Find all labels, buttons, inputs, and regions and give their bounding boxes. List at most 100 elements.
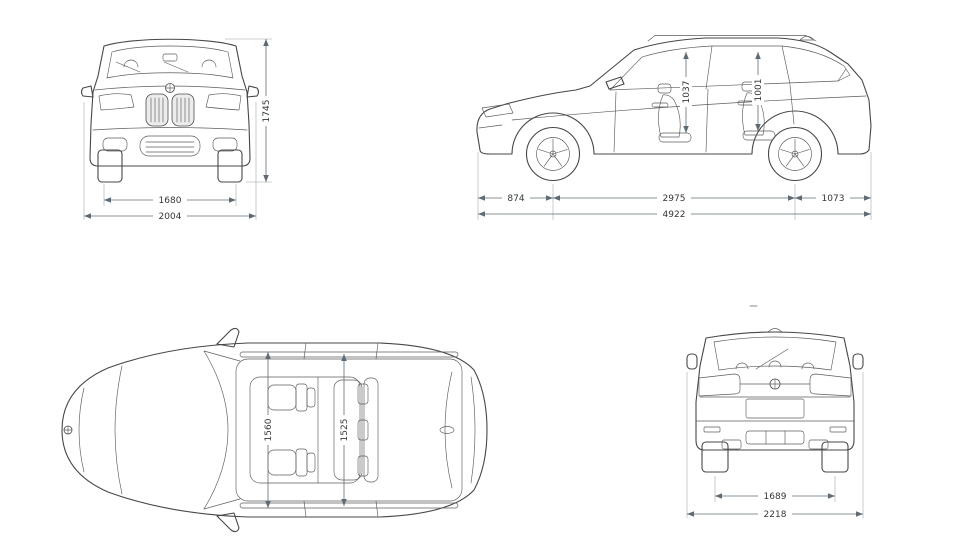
dim-label-rear-overhang: 1073 [822,194,845,204]
dim-label-height: 1745 [262,100,272,123]
top-door-seams [303,342,379,518]
front-body-outline [89,38,251,167]
dim-label-front-interior-width: 1560 [264,418,274,441]
dim-track-width: 1680 [103,184,237,206]
front-seat-cushion [658,132,692,143]
dim-label-front-overhang: 874 [507,194,524,204]
panoramic-sunroof [249,376,361,484]
rear-tire-left [701,441,729,473]
door-seams [613,84,795,153]
shark-fin-antenna [799,35,815,41]
grille-bars [150,97,190,123]
roof-outline [235,358,463,502]
rear-body-outline [695,331,855,451]
rear-headrest-3 [357,455,369,477]
rear-headrest-arcs [735,360,815,370]
top-view: 1560 1525 [61,327,488,533]
front-windshield [106,45,234,79]
diffuser [745,430,805,445]
rear-headrest-1 [357,383,369,405]
headlight-right [205,93,242,111]
side-view: 1037 1001 874 2975 1073 4922 [476,35,872,220]
dim-label-overall-width: 2004 [159,212,182,222]
front-tire-left [97,149,123,183]
dim-label-overall-length: 4922 [663,210,686,220]
rear-tire-right [821,441,849,473]
dim-label-track-width: 1680 [159,196,182,206]
wiper-blades [115,61,189,73]
dim-rear-interior-width: 1525 [338,354,350,506]
rear-bench-back [363,377,379,483]
rear-wheel-rim [778,137,812,171]
front-wheel-spokes [538,138,568,167]
dim-overall-width: 2004 [83,102,257,222]
fog-light-right [212,137,238,152]
top-mirror-left [216,327,240,348]
taillight-right [809,373,852,397]
dim-height: 1745 [225,38,272,183]
taillight-left [698,373,741,397]
dim-front-interior-height: 1037 [680,52,692,133]
roof-rails [647,35,817,42]
a-pillars [203,350,241,510]
hood-seam [114,365,123,495]
seat-back-driver [295,383,308,412]
front-tire-right [217,149,243,183]
seat-cushion-passenger [267,449,297,476]
rear-window-arc [444,371,453,489]
tailgate-edge [470,376,476,484]
rear-headrest-2 [357,419,369,441]
fog-light-left [102,137,128,152]
reflector-right [829,426,847,433]
rear-wheel-spokes [780,138,810,167]
front-view: 1745 1680 2004 [80,38,272,222]
dim-label-rear-interior-height: 1001 [754,79,764,102]
rear-mirror-left [686,353,698,370]
front-bumper-line [478,124,503,129]
rear-wheel-tire [767,126,823,182]
side-mirror-right [246,85,260,98]
exhaust-left [721,439,742,450]
rear-view: 1689 2218 [686,305,864,520]
seat-cushion-driver [267,384,297,411]
rear-window [713,336,837,371]
dim-label-wheelbase: 2975 [663,194,686,204]
dim-rear-overall-width: 2218 [686,372,864,520]
rear-seat-cushion [742,130,776,141]
front-seat-back [658,94,681,138]
side-headlight [481,103,514,118]
hood-seam-front [78,387,85,473]
dim-label-rear-overall-width: 2218 [764,510,787,520]
bmw-roundel-cross [165,83,175,93]
front-wheel-tire [525,126,581,182]
rear-wiper [755,348,789,370]
rear-mirror-right [852,353,864,370]
seat-headrest-passenger [306,452,316,473]
dim-label-rear-track-width: 1689 [764,492,787,502]
front-seat-headrest [657,83,672,94]
intake-slats [145,141,195,153]
dim-length-group: 874 2975 1073 4922 [477,152,872,220]
kidney-grille-right [171,93,195,127]
dim-rear-track: 1689 [714,476,836,502]
roof-rail-left [239,351,459,358]
reflector-left [703,426,721,433]
bmw-roundel-rear-cross [770,379,780,389]
glasshouse [609,45,851,91]
dim-rear-interior-height: 1001 [752,52,764,131]
antenna-fin-top [439,426,455,434]
diffuser-fins [765,430,786,445]
seat-headrest-driver [306,387,316,408]
headlight-left [98,93,135,111]
front-headrests [123,59,217,68]
top-mirror-right [216,512,240,533]
top-body-outline [61,342,488,518]
front-wheel-rim [536,137,570,171]
side-mirror-left [80,85,94,98]
dim-label-front-interior-height: 1037 [682,81,692,104]
dim-label-rear-interior-width: 1525 [340,419,350,442]
rear-bench-cushion [333,379,363,481]
kidney-grille-left [145,93,169,127]
